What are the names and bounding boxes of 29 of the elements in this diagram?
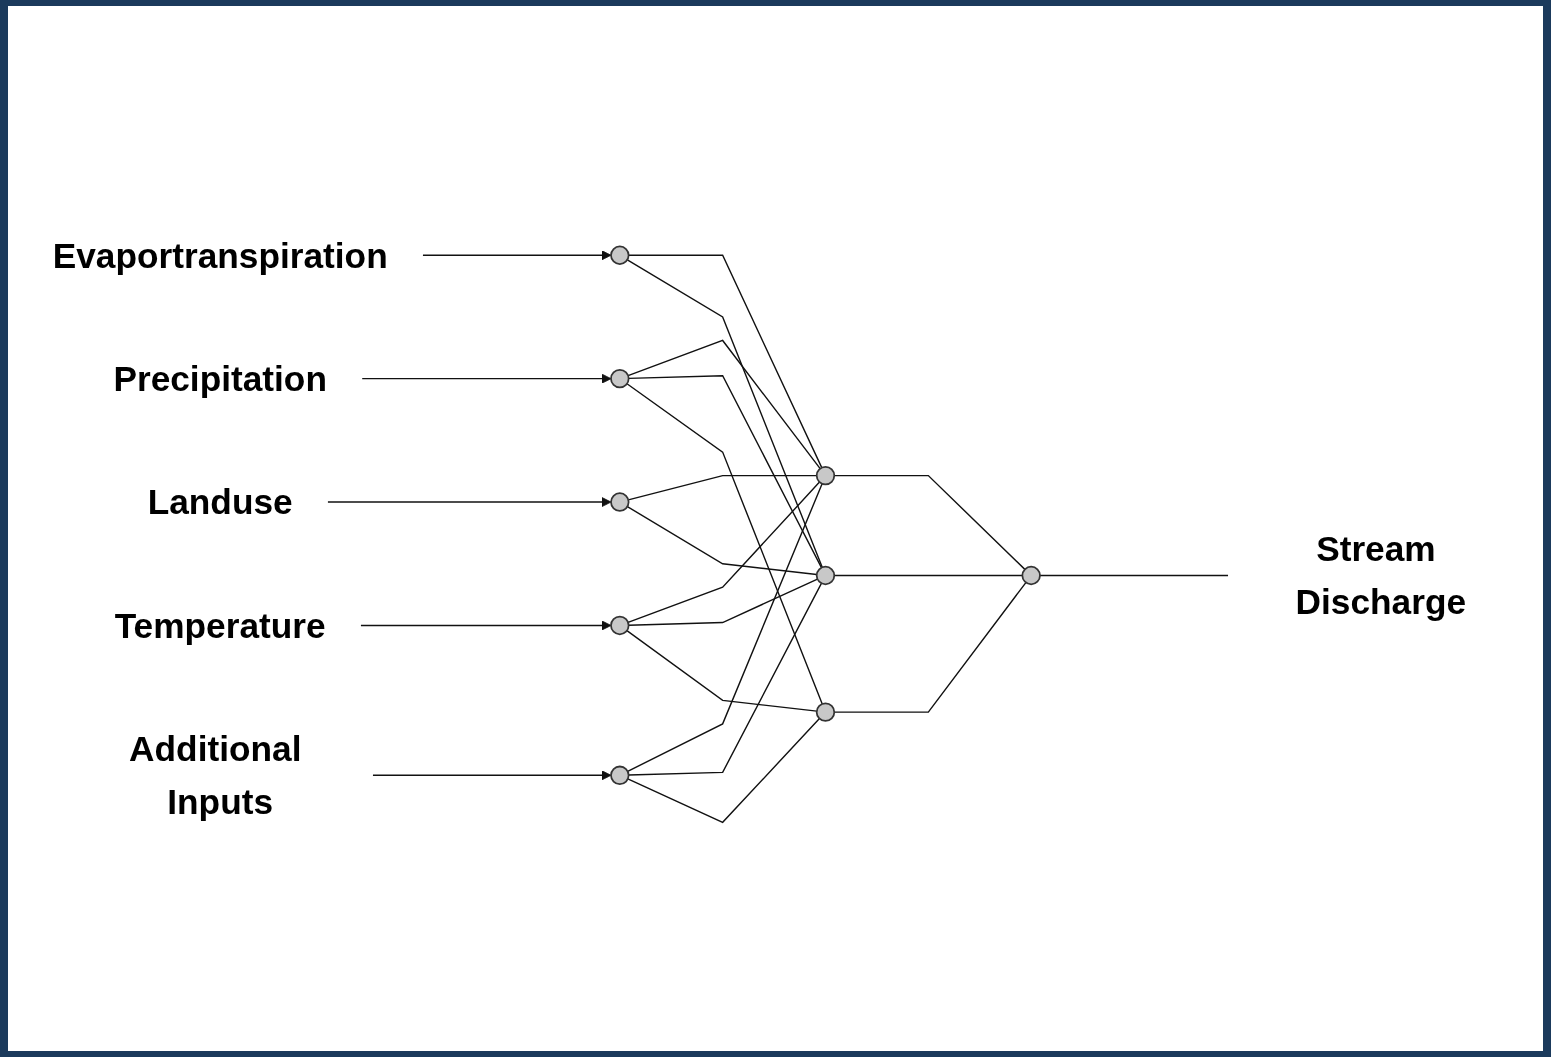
node-text: Landuse — [147, 482, 293, 522]
node-circle — [1021, 565, 1041, 586]
node-circle — [610, 245, 630, 265]
node-circle — [610, 492, 630, 512]
node-text: Temperature — [114, 606, 326, 645]
arrow — [422, 250, 612, 261]
node-text: Evaportranspiration — [52, 235, 388, 275]
connector — [627, 717, 821, 824]
connector — [627, 254, 823, 469]
connector — [1039, 574, 1229, 577]
node-circle — [610, 765, 630, 785]
arrow — [372, 770, 612, 781]
node-circle — [815, 465, 836, 486]
node-circle — [610, 615, 630, 636]
node-text: Precipitation — [113, 359, 327, 399]
node-circle — [815, 565, 836, 586]
node-circle — [815, 702, 836, 722]
node-circle — [610, 368, 630, 389]
connector — [627, 339, 821, 470]
node-text: Stream Discharge — [1295, 529, 1467, 622]
node-text: Additional Inputs — [129, 729, 302, 822]
connector — [626, 383, 823, 705]
arrow — [361, 373, 612, 384]
connector — [627, 483, 823, 773]
arrow — [327, 496, 612, 508]
connector — [626, 259, 823, 569]
connector — [627, 481, 821, 624]
connector — [627, 582, 823, 776]
arrow — [360, 620, 612, 631]
